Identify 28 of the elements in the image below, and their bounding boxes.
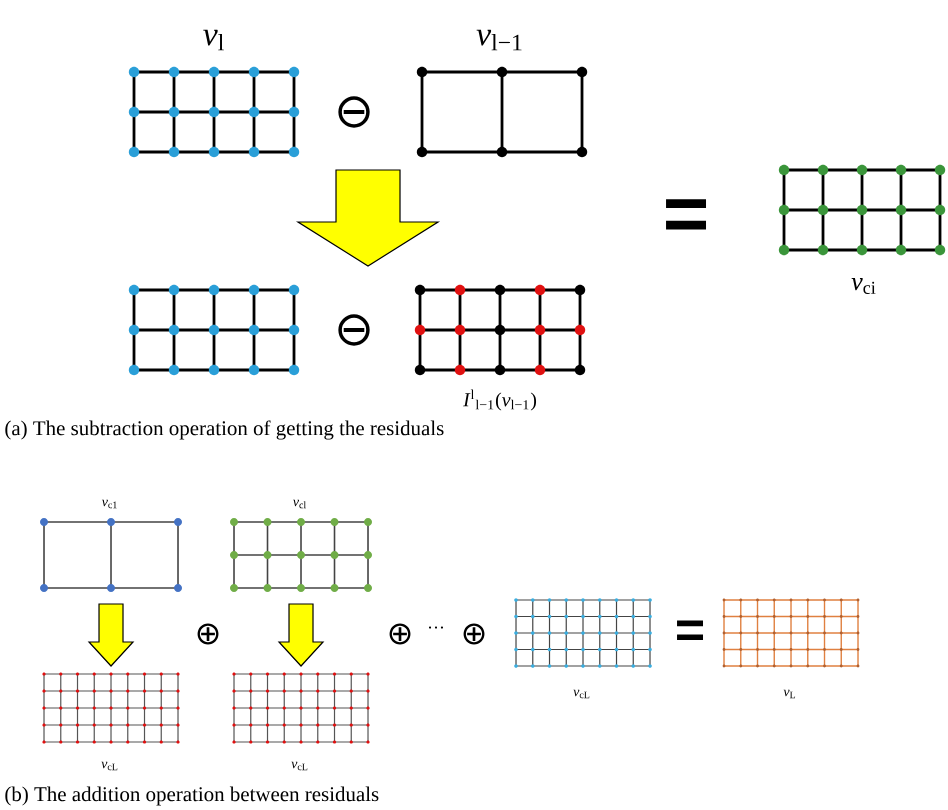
- grid-drawing: [42, 672, 180, 744]
- block-arrow: [87, 603, 135, 667]
- grid-label: v$_{ci}$: [851, 278, 876, 294]
- caption: (b) The addition operation between residuals: [5, 786, 379, 806]
- ellipsis: ···: [429, 626, 444, 629]
- grid-label: I$^{l}$$_{l−1}$(v$_{l−1}$): [463, 389, 537, 411]
- equals-sign: =: [677, 620, 703, 641]
- plus-sign: ⊕: [389, 623, 411, 645]
- grid-drawing: [414, 284, 586, 376]
- plus-sign: ⊕: [463, 623, 485, 645]
- grid-drawing: [416, 66, 588, 158]
- minus-sign: ⊖: [338, 96, 370, 128]
- grid-drawing: [722, 598, 860, 668]
- grid-drawing: [128, 66, 300, 158]
- equals-sign: =: [666, 199, 706, 230]
- minus-sign: ⊖: [338, 314, 370, 346]
- grid-drawing: [778, 164, 946, 256]
- grid-drawing: [128, 284, 300, 376]
- grid-label: v$_{l}$: [203, 29, 224, 51]
- plus-sign: ⊕: [197, 623, 219, 645]
- caption: (a) The subtraction operation of getting the residuals: [5, 420, 444, 440]
- grid-drawing: [40, 518, 182, 592]
- grid-drawing: [230, 518, 372, 592]
- grid-drawing: [232, 672, 370, 744]
- grid-label: v$_{l−1}$: [476, 29, 522, 51]
- block-arrow: [277, 603, 325, 667]
- grid-drawing: [514, 598, 652, 668]
- block-arrow: [295, 169, 441, 267]
